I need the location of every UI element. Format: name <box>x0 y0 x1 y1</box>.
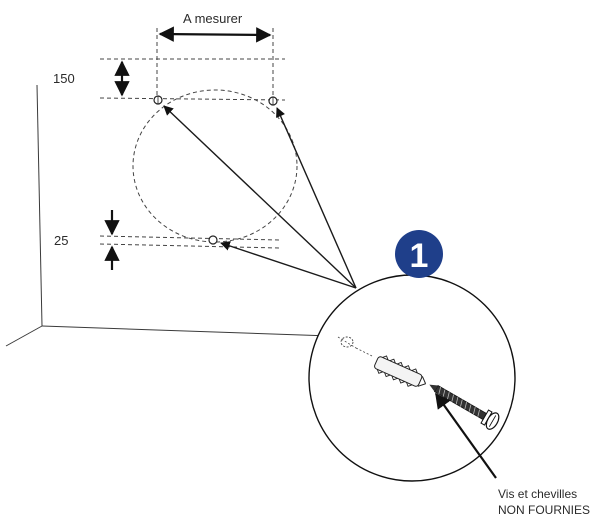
drill-hole-icon <box>153 95 163 105</box>
step-badge: 1 <box>395 230 443 278</box>
dashed-circle-template <box>132 89 298 243</box>
hardware-note: Vis et chevilles NON FOURNIES <box>498 487 590 517</box>
drill-hole-icon <box>268 96 278 106</box>
note-line-2: NON FOURNIES <box>498 503 590 517</box>
top-offset-label: 150 <box>53 71 75 86</box>
measure-label: A mesurer <box>183 11 243 26</box>
drill-hole-icon <box>208 235 218 245</box>
wall-corner <box>5 84 361 347</box>
bottom-offset-label: 25 <box>54 233 68 248</box>
drill-holes <box>153 95 278 245</box>
step-number: 1 <box>410 237 429 275</box>
note-leader-arrow <box>435 392 497 479</box>
leader-arrows <box>163 105 357 289</box>
note-line-1: Vis et chevilles <box>498 487 577 501</box>
measure-dimension: A mesurer <box>156 11 274 100</box>
reference-lines <box>99 58 286 249</box>
bottom-offset-dimension: 25 <box>54 210 120 270</box>
top-offset-dimension: 150 <box>53 60 130 97</box>
